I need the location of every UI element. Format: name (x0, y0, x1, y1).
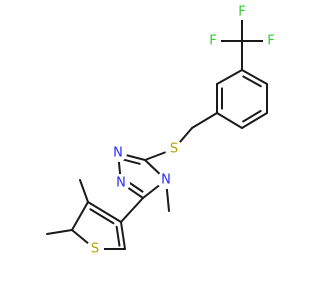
atom-F3: F (263, 33, 279, 49)
bond-b3-b4 (241, 112, 268, 129)
atom-F3-label: F (267, 34, 274, 49)
atom-F2-label: F (238, 5, 245, 20)
atom-S-link-label: S (170, 142, 178, 157)
atom-N1: N (109, 144, 127, 162)
bond-t3-t4-inner (89, 208, 115, 225)
bond-t2-t3 (120, 221, 126, 250)
bond-t4-m4 (79, 179, 89, 203)
atom-N2: N (112, 174, 130, 192)
atom-F1: F (205, 33, 221, 49)
bond-t5-m5 (46, 229, 73, 235)
atom-F1-label: F (209, 34, 216, 49)
bond-b6-b1 (216, 69, 243, 85)
atom-N1-label: N (113, 146, 123, 161)
atom-N2-label: N (116, 176, 126, 191)
bond-t4-t5 (71, 201, 89, 231)
bond-C3-t3 (120, 197, 144, 223)
bond-t2-t3-inner (115, 225, 121, 247)
atom-S-link: S (165, 140, 183, 158)
atom-N4-label: N (161, 173, 171, 188)
bond-layer (46, 11, 272, 250)
bond-b4-b5 (216, 112, 243, 129)
bond-b3-b4-inner (242, 109, 262, 123)
bond-b1-b2 (241, 69, 268, 85)
atom-S-thiophene: S (86, 240, 104, 258)
atom-S-thiophene-label: S (91, 242, 99, 257)
bond-b5-CH2 (191, 112, 218, 129)
molecule-diagram: N N N S S F F F (46, 4, 279, 258)
atom-N4: N (157, 171, 175, 189)
bond-b1-b2-inner (242, 75, 262, 88)
atom-label-layer: N N N S S F F F (86, 4, 279, 258)
bond-t3-t4 (87, 201, 122, 223)
atom-F2: F (234, 4, 250, 20)
